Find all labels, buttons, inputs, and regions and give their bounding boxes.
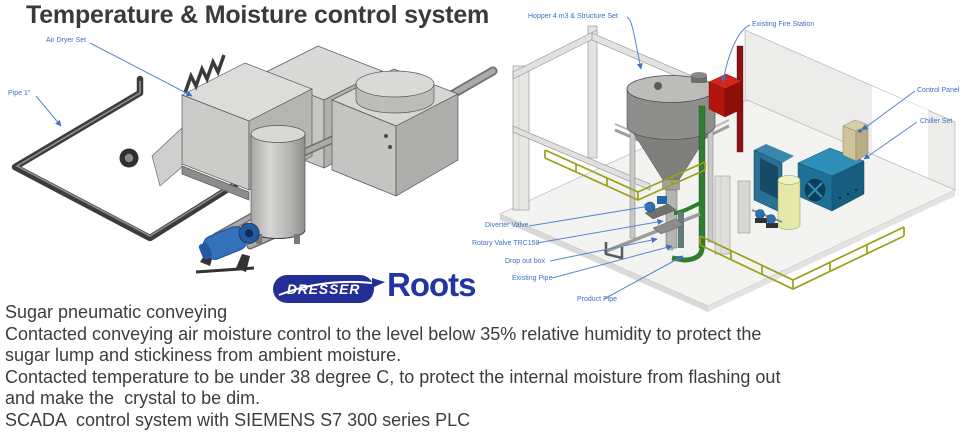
roots-blower-pump <box>195 222 260 274</box>
description-line-2: Contacted conveying air moisture control… <box>5 323 762 344</box>
pipe-loop <box>11 75 267 242</box>
leader-lines <box>35 16 918 300</box>
air-dryer-fins <box>183 54 226 94</box>
leader-fire-station <box>720 24 751 83</box>
railings <box>544 149 905 290</box>
leader-drop-out-box <box>549 237 658 262</box>
page-title: Temperature & Moisture control system <box>26 1 490 29</box>
leader-control-panel <box>861 90 916 131</box>
leader-dot <box>858 129 862 133</box>
label-diverter-valve: Diverter Valve <box>485 222 529 229</box>
leader-pipe <box>35 95 62 127</box>
label-existing-fire-station: Existing Fire Station <box>752 21 815 28</box>
leader-existing-pipe <box>551 244 673 279</box>
label-product-pipe: Product Pipe <box>577 296 618 303</box>
green-pipe <box>671 105 706 263</box>
structure-frame <box>512 25 721 211</box>
fire-station-box <box>708 73 743 118</box>
label-drop-out-box: Drop out box <box>505 258 546 265</box>
small-pumps <box>751 209 783 228</box>
drum-machine <box>331 68 459 197</box>
description-line-6: SCADA control system with SIEMENS S7 300… <box>5 409 471 430</box>
dresser-badge-tail <box>372 278 385 288</box>
inlet-chute <box>119 127 183 187</box>
leader-chiller <box>863 121 918 160</box>
dresser-logo-badge: DRESSER <box>273 275 374 303</box>
label-air-dryer-set: Air Dryer Set <box>46 37 87 44</box>
description-text: Sugar pneumatic conveying Contacted conv… <box>5 302 780 432</box>
dresser-swoosh-icon <box>278 280 373 296</box>
description-line-4: Contacted temperature to be under 38 deg… <box>5 366 781 387</box>
description-line-3: sugar lump and stickiness from ambient m… <box>5 345 402 366</box>
label-hopper-structure: Hopper 4 m3 & Structure Set <box>528 13 618 20</box>
label-rotary-valve: Rotary Valve TRC150 <box>472 240 540 247</box>
dresser-logo-text: DRESSER <box>286 281 361 297</box>
floor-pipe <box>603 212 701 260</box>
control-panel-box <box>842 119 869 162</box>
hopper <box>626 72 716 249</box>
leader-rotary-valve <box>536 218 664 244</box>
leader-hopper <box>626 16 643 70</box>
yellow-cylinder <box>777 175 801 230</box>
roots-logo-text: Roots <box>387 266 476 303</box>
description-line-1: Sugar pneumatic conveying <box>5 302 228 322</box>
label-existing-pipe: Existing Pipe <box>512 275 553 282</box>
label-chiller-set: Chiller Set <box>920 118 953 125</box>
doorway <box>872 86 928 178</box>
buffer-tank <box>250 125 306 244</box>
description-line-5: and make the crystal to be dim. <box>5 388 261 409</box>
leader-product-pipe <box>603 255 684 300</box>
label-pipe-1in: Pipe 1" <box>8 90 31 97</box>
leader-diverter-valve <box>528 203 651 227</box>
label-control-panel: Control Panel <box>917 87 960 94</box>
leader-air-dryer <box>89 42 193 97</box>
drop-out-box-part <box>652 218 685 235</box>
front-columns <box>714 175 751 255</box>
